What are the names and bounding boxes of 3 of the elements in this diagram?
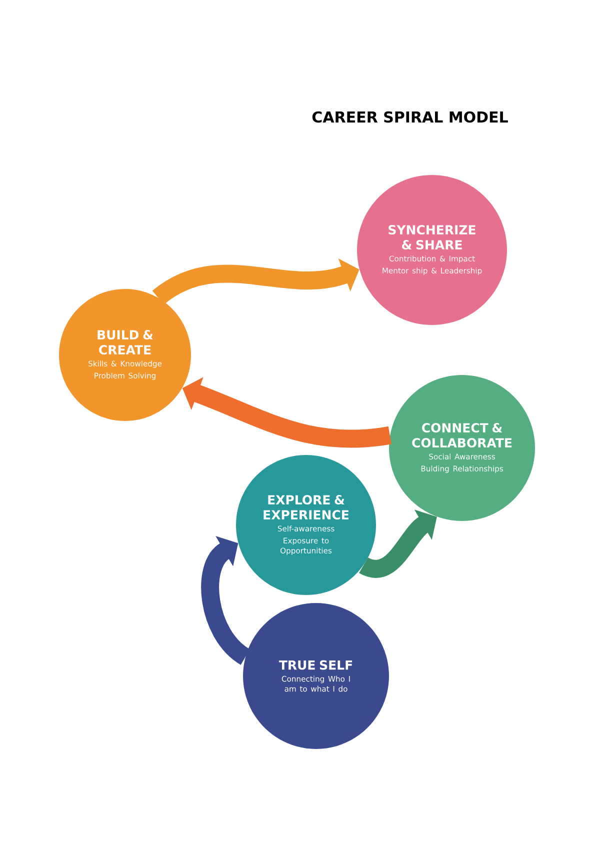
spiral-arrow	[360, 510, 437, 578]
title: CAREER SPIRAL MODEL	[312, 111, 508, 123]
spiral-arrow	[201, 536, 251, 664]
